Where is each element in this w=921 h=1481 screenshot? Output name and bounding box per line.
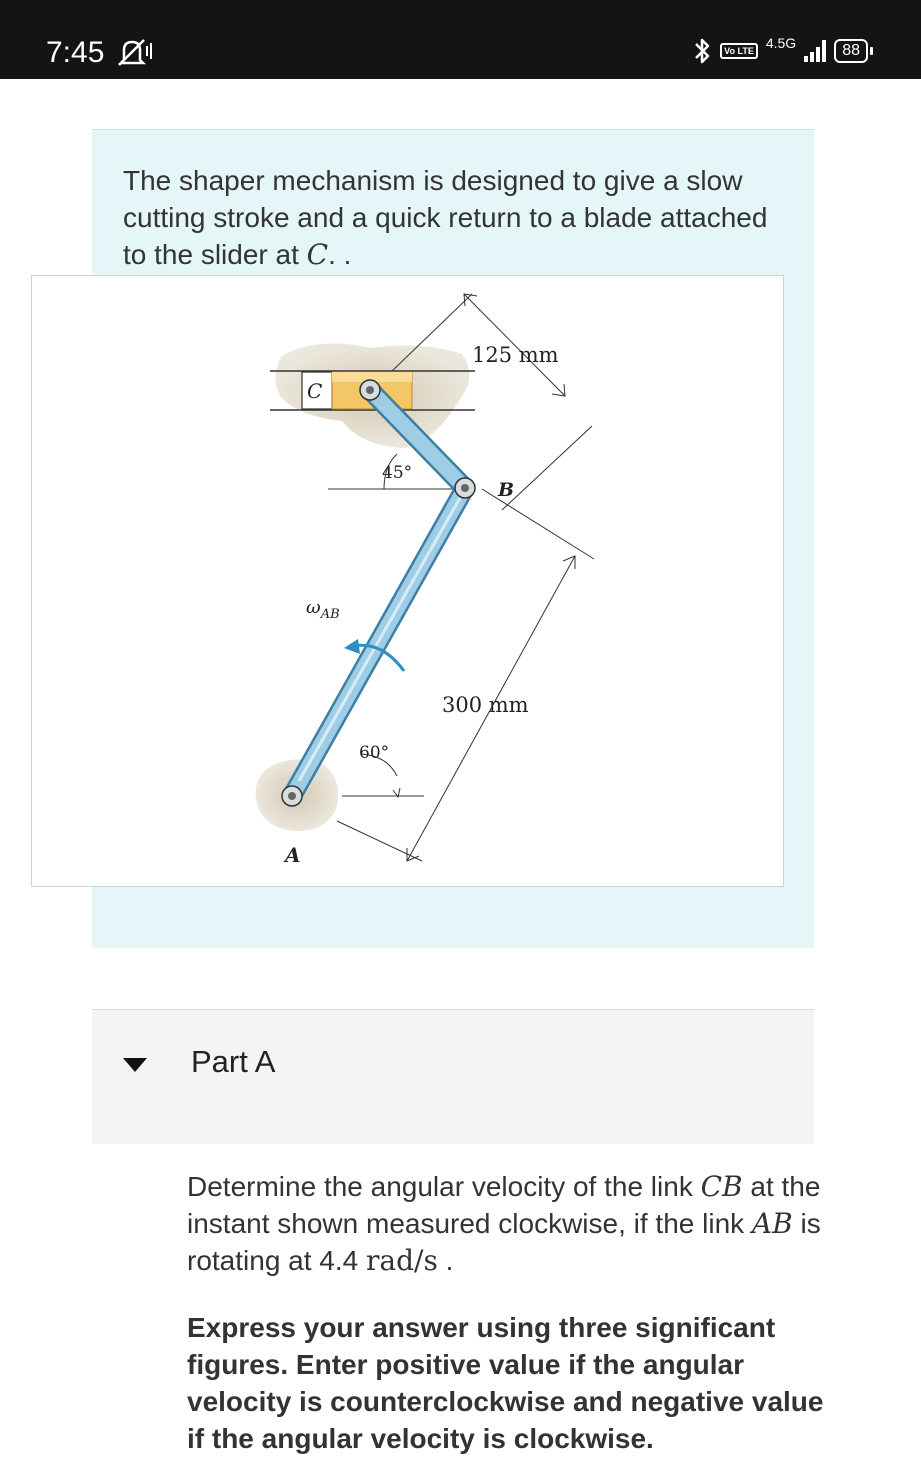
collapse-triangle-icon[interactable] [120, 1052, 150, 1076]
battery-level: 88 [834, 39, 868, 63]
status-bar: 7:45 Vo LTE 4.5G 88 [0, 0, 921, 79]
label-point-a: A [283, 843, 301, 867]
network-type: 4.5G [765, 35, 797, 51]
omega-symbol: ω [306, 597, 321, 618]
part-title: Part A [191, 1044, 276, 1079]
question-part-4: . [437, 1245, 454, 1276]
bluetooth-icon [695, 38, 710, 64]
status-icons: Vo LTE 4.5G 88 [692, 36, 873, 66]
label-point-c: C [307, 379, 322, 403]
intro-text-end: . . [328, 239, 352, 270]
volte-icon: Vo LTE [720, 43, 758, 59]
intro-text: The shaper mechanism is designed to give… [123, 165, 768, 270]
mechanism-figure: 125 mm 300 mm 45° 60° A B C ωAB [31, 275, 784, 887]
signal-icon [804, 40, 827, 62]
clock: 7:45 [46, 36, 105, 69]
label-point-b: B [497, 479, 514, 501]
mechanism-diagram: 125 mm 300 mm 45° 60° A B C ωAB [255, 293, 595, 867]
part-a-header[interactable] [92, 1009, 814, 1144]
label-angle-45: 45° [382, 463, 412, 483]
silent-mode-icon [116, 36, 156, 73]
question-part-1: Determine the angular velocity of the li… [187, 1171, 701, 1202]
point-c-math: C [306, 238, 329, 271]
answer-instructions: Express your answer using three signific… [187, 1312, 824, 1454]
unit-math: rad/s [366, 1244, 438, 1277]
label-omega: ωAB [306, 597, 340, 622]
link-ab-math: AB [751, 1207, 793, 1240]
problem-statement: The shaper mechanism is designed to give… [123, 162, 783, 273]
question-part-2: at the instant shown measured clockwise,… [187, 1171, 821, 1239]
battery-icon: 88 [834, 39, 873, 63]
label-angle-60: 60° [359, 743, 389, 763]
question-text: Determine the angular velocity of the li… [187, 1168, 827, 1279]
question-part-3: is rotating at 4.4 [187, 1208, 821, 1276]
label-dim-ab: 300 mm [442, 693, 529, 717]
link-cb-math: CB [700, 1170, 743, 1203]
omega-subscript: AB [320, 607, 340, 622]
label-dim-cb: 125 mm [472, 343, 559, 367]
